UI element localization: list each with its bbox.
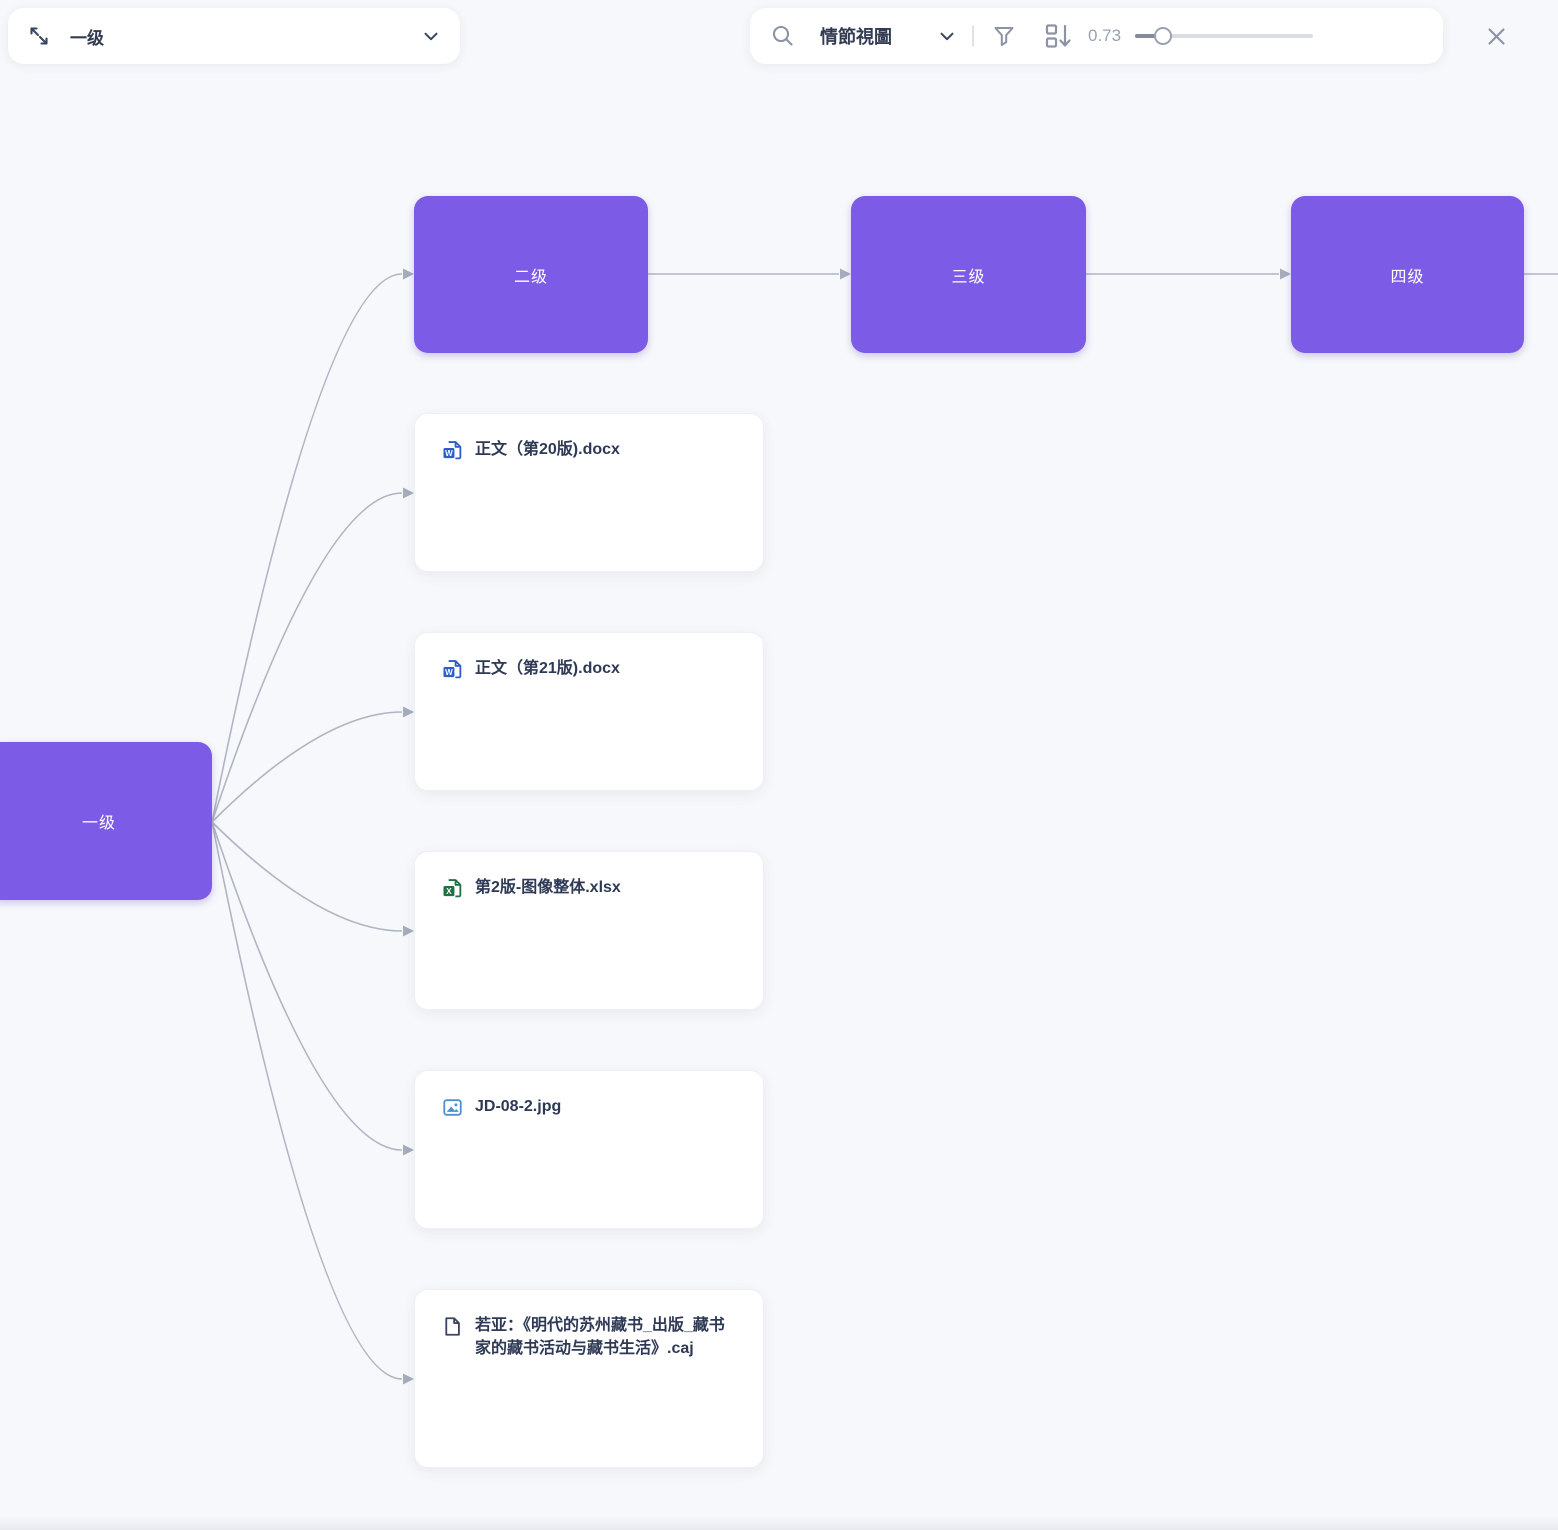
file-title: 正文（第20版).docx — [475, 441, 620, 458]
edge-n1-f3 — [211, 821, 403, 932]
zoom-slider[interactable] — [1135, 27, 1314, 45]
edge-n1-f1 — [211, 492, 403, 823]
svg-text:X: X — [446, 887, 452, 896]
arrowhead — [403, 1373, 414, 1385]
file-card-docx-20[interactable]: W 正文（第20版).docx — [414, 413, 764, 572]
arrowhead — [403, 268, 414, 280]
file-title: 正文（第21版).docx — [475, 660, 620, 677]
expand-diagonal-icon[interactable] — [26, 23, 52, 49]
arrowhead — [403, 1144, 414, 1156]
chevron-down-icon[interactable] — [420, 25, 442, 47]
topic-node-label: 一级 — [81, 815, 116, 832]
arrowhead — [1280, 268, 1291, 280]
word-file-icon: W — [443, 660, 462, 679]
view-toolbar-pill: 情節視圖 0.73 — [750, 8, 1443, 64]
edge-n1-n2 — [211, 273, 403, 823]
file-title: 第2版-图像整体.xlsx — [475, 879, 621, 896]
arrowhead — [840, 268, 851, 280]
topic-node-level3[interactable]: 三级 — [851, 196, 1086, 353]
edge-n1-f2 — [211, 711, 403, 823]
edge-n1-f5 — [211, 821, 403, 1380]
topic-node-label: 四级 — [1390, 268, 1425, 286]
toolbar-divider — [972, 25, 974, 47]
arrowhead — [403, 487, 414, 499]
focused-node-title: 一级 — [70, 28, 104, 48]
file-card-jpg[interactable]: JD-08-2.jpg — [414, 1070, 764, 1229]
arrowhead — [403, 925, 414, 937]
file-title: 若亚：《明代的苏州藏书_出版_藏书家的藏书活动与藏书生活》.caj — [475, 1317, 725, 1358]
chevron-down-icon[interactable] — [936, 25, 958, 47]
view-mode-label: 情節視圖 — [820, 27, 892, 47]
filter-funnel-icon[interactable] — [990, 22, 1018, 50]
generic-file-icon — [445, 1317, 460, 1336]
close-icon[interactable] — [1483, 23, 1510, 50]
edge-n1-f4 — [211, 821, 403, 1151]
file-card-xlsx[interactable]: X 第2版-图像整体.xlsx — [414, 851, 764, 1010]
window-bottom-edge — [0, 1516, 1558, 1530]
topic-node-level4[interactable]: 四级 — [1291, 196, 1524, 353]
excel-file-icon: X — [443, 879, 462, 898]
arrowhead — [403, 706, 414, 718]
zoom-slider-thumb[interactable] — [1154, 27, 1173, 45]
breadcrumb-pill: 一级 — [8, 8, 460, 64]
file-title: JD-08-2.jpg — [475, 1098, 562, 1115]
topic-node-level1[interactable]: 一级 — [0, 742, 212, 900]
word-file-icon: W — [443, 441, 462, 460]
svg-text:W: W — [445, 668, 453, 677]
zoom-slider-track[interactable] — [1135, 34, 1314, 38]
search-icon[interactable] — [770, 23, 796, 49]
topic-node-label: 二级 — [513, 268, 548, 286]
file-card-docx-21[interactable]: W 正文（第21版).docx — [414, 632, 764, 791]
zoom-slider-fill — [1135, 34, 1164, 38]
zoom-value: 0.73 — [1088, 26, 1122, 45]
topic-node-label: 三级 — [951, 268, 986, 286]
file-card-caj[interactable]: 若亚：《明代的苏州藏书_出版_藏书家的藏书活动与藏书生活》.caj — [414, 1289, 764, 1468]
topic-node-level2[interactable]: 二级 — [414, 196, 648, 353]
auto-layout-icon[interactable] — [1042, 21, 1074, 51]
image-file-icon — [443, 1099, 462, 1116]
svg-text:W: W — [445, 449, 453, 458]
